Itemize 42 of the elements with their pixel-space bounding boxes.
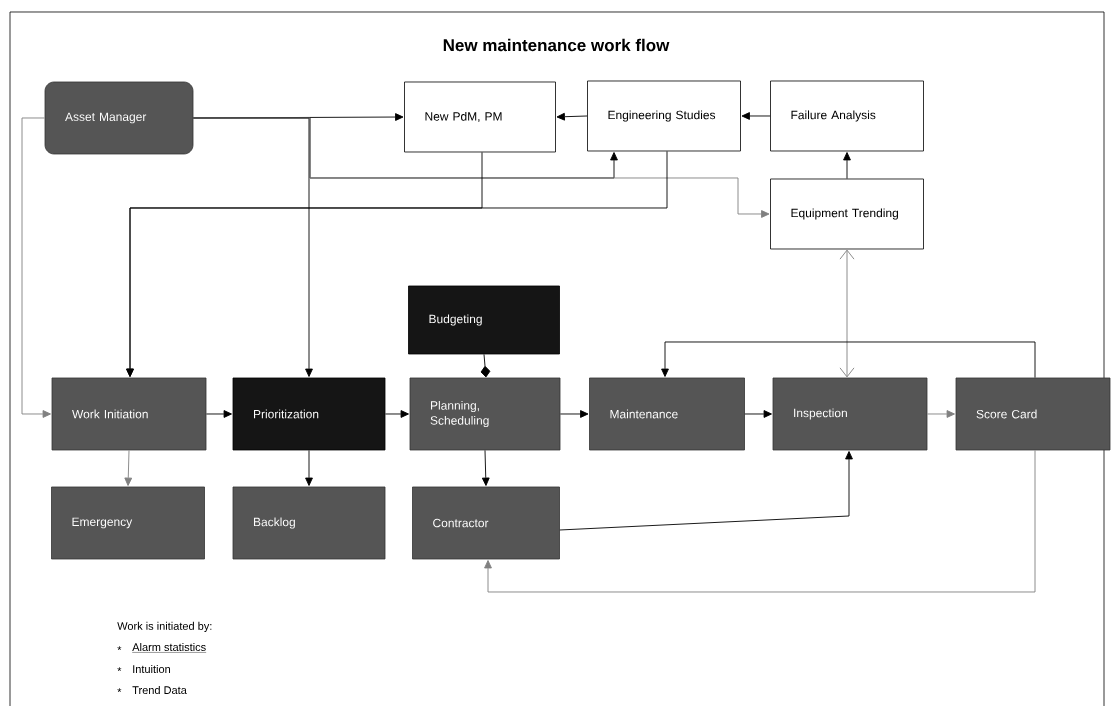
arrow <box>741 112 771 120</box>
process-box: Equipment Trending <box>770 178 924 250</box>
process-box: Contractor <box>412 486 560 560</box>
arrow <box>192 117 770 218</box>
process-box: New PdM, PM <box>404 81 556 153</box>
process-box: Failure Analysis <box>770 80 924 152</box>
bullet: * <box>117 688 122 693</box>
arrow <box>661 341 1036 379</box>
process-box: Budgeting <box>408 285 560 355</box>
arrow <box>480 353 491 378</box>
process-box: Inspection <box>772 377 928 451</box>
arrow <box>126 150 668 377</box>
arrow <box>305 449 313 486</box>
process-box: Maintenance <box>589 377 745 451</box>
arrow <box>744 410 772 418</box>
arrow <box>843 152 851 180</box>
process-box: Work Initiation <box>51 377 207 451</box>
arrow <box>124 449 133 486</box>
arrow <box>205 410 232 418</box>
arrow <box>926 410 955 418</box>
arrow <box>384 410 409 418</box>
note-text: Work is initiated by: <box>117 621 212 633</box>
process-box: Score Card <box>955 377 1111 451</box>
rounded-box: Asset Manager <box>44 81 194 155</box>
process-box: Engineering Studies <box>587 80 741 152</box>
arrow <box>481 449 490 486</box>
note-text: Intuition <box>133 664 170 674</box>
process-box: Prioritization <box>232 377 386 451</box>
arrow <box>839 249 855 378</box>
bullet: * <box>117 667 122 672</box>
arrow <box>559 410 589 418</box>
process-box: Planning, Scheduling <box>409 377 561 451</box>
note-text: Trend Data <box>132 685 187 695</box>
process-box: Backlog <box>232 486 386 560</box>
arrow <box>559 451 853 531</box>
arrow <box>484 449 1036 593</box>
arrow <box>556 112 588 121</box>
process-box: Emergency <box>51 486 205 560</box>
note-text: Alarm statistics <box>132 642 207 653</box>
title: New maintenance work flow <box>443 38 670 52</box>
arrow <box>21 117 51 418</box>
bullet: * <box>117 646 122 651</box>
